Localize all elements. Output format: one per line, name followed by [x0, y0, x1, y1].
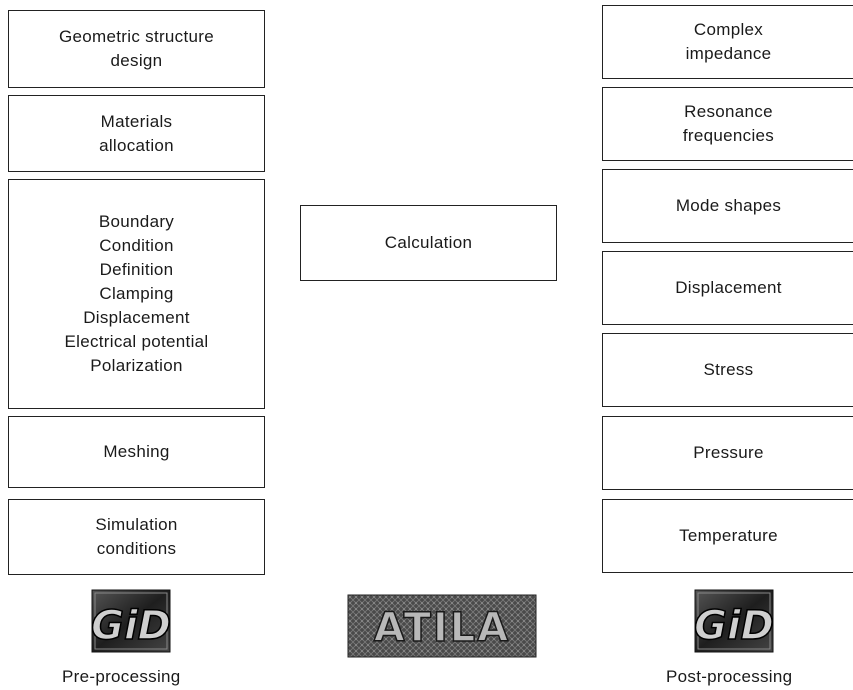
pre-step-line: design	[110, 51, 163, 70]
post-result-stress: Stress	[602, 333, 853, 407]
pre-step-geometric-structure-design: Geometric structure design	[8, 10, 265, 88]
post-result-resonance-frequencies: Resonance frequencies	[602, 87, 853, 161]
pre-step-line: Condition	[99, 236, 174, 255]
post-result-pressure: Pressure	[602, 416, 853, 490]
svg-text:ATILA: ATILA	[374, 605, 510, 651]
pre-step-line: Materials	[100, 111, 173, 131]
pre-step-line: Clamping	[99, 284, 174, 303]
pre-step-materials-allocation: Materials allocation	[8, 95, 265, 172]
post-result-line: Complex	[693, 20, 764, 39]
pre-step-line: Polarization	[90, 356, 183, 375]
pre-step-line: Geometric structure	[59, 27, 214, 46]
pre-step-line: Boundary	[98, 212, 175, 231]
pre-step-line: Simulation	[95, 515, 178, 534]
pre-step-line: Electrical potential	[64, 332, 209, 351]
post-result-mode-shapes: Mode shapes	[602, 169, 853, 243]
pre-step-boundary-condition-definition: Boundary Condition Definition Clamping D…	[8, 179, 265, 409]
atila-logo: ATILA	[347, 594, 537, 658]
post-result-line: Mode shapes	[675, 196, 782, 215]
pre-step-line: allocation	[99, 135, 174, 155]
pre-step-line: conditions	[96, 539, 177, 558]
pre-step-simulation-conditions: Simulation conditions	[8, 499, 265, 575]
pre-step-line: Displacement	[83, 308, 190, 327]
gid-logo-pre: GiD	[91, 589, 171, 653]
post-result-complex-impedance: Complex impedance	[602, 5, 853, 79]
post-result-line: Pressure	[693, 443, 764, 462]
post-processing-caption: Post-processing	[666, 667, 793, 686]
gid-logo-post: GiD	[694, 589, 774, 653]
calculation-box: Calculation	[300, 205, 557, 281]
pre-step-meshing: Meshing	[8, 416, 265, 488]
pre-step-line: Meshing	[103, 442, 170, 461]
post-result-line: frequencies	[682, 126, 775, 145]
svg-text:GiD: GiD	[91, 603, 171, 649]
post-result-line: Displacement	[675, 278, 782, 297]
post-result-line: Temperature	[679, 526, 778, 545]
post-result-line: Stress	[703, 360, 754, 379]
svg-text:GiD: GiD	[694, 603, 774, 649]
pre-step-line: Definition	[99, 260, 174, 279]
calculation-label: Calculation	[384, 233, 473, 252]
pre-processing-caption: Pre-processing	[62, 667, 181, 686]
post-result-line: Resonance	[684, 102, 773, 121]
post-result-displacement: Displacement	[602, 251, 853, 325]
post-result-line: impedance	[685, 44, 772, 63]
post-result-temperature: Temperature	[602, 499, 853, 573]
